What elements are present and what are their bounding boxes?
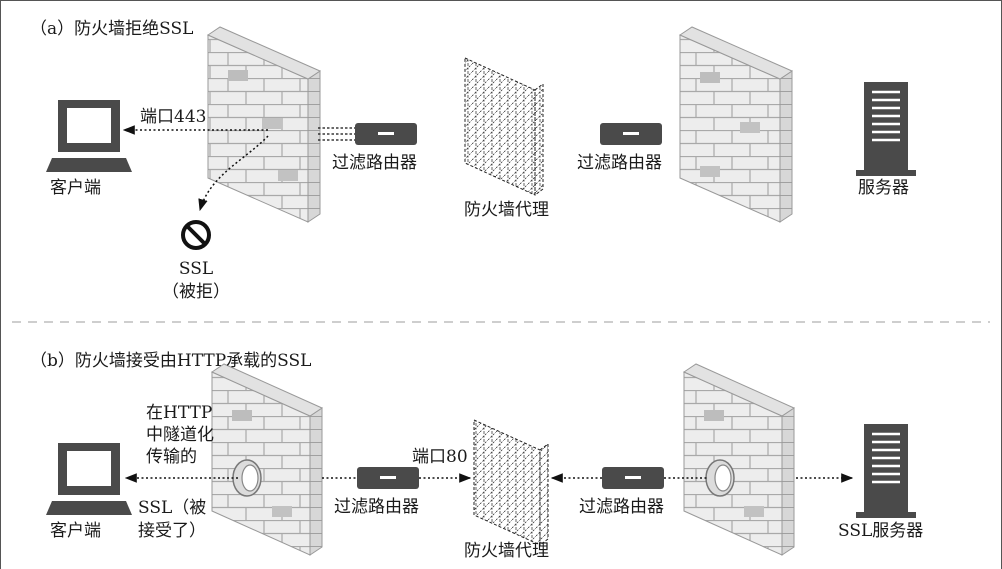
- filter-router-label-a2: 过滤路由器: [577, 153, 662, 173]
- ssl-label: SSL: [178, 259, 214, 279]
- router-b1: [357, 467, 419, 489]
- proxy-mesh-b: [473, 419, 549, 546]
- proxy-label-b: 防火墙代理: [464, 541, 549, 561]
- panel-a-title: （a）防火墙拒绝SSL: [30, 19, 194, 39]
- proxy-mesh-a: [464, 57, 544, 196]
- arrow-ssl-rejected: [198, 135, 269, 212]
- client-computer-a: [46, 100, 132, 172]
- firewall-wall-b2: [682, 363, 796, 556]
- server-label-b: SSL服务器: [838, 521, 924, 541]
- tunnel-label-line2: 中隧道化: [146, 425, 214, 445]
- proxy-label-a: 防火墙代理: [464, 200, 549, 220]
- accepted-label-line1: SSL（被: [138, 498, 207, 518]
- prohibited-icon: [181, 220, 211, 250]
- client-computer-b: [46, 443, 132, 515]
- filter-router-label-b2: 过滤路由器: [579, 497, 664, 517]
- tunnel-label-line1: 在HTTP: [146, 403, 213, 423]
- accepted-label-line2: 接受了）: [138, 521, 206, 541]
- firewall-wall-a1: [206, 26, 322, 223]
- filter-router-label-a1: 过滤路由器: [332, 153, 417, 173]
- client-label-b: 客户端: [50, 521, 101, 541]
- router-a2: [600, 123, 662, 145]
- firewall-wall-b1: [210, 363, 324, 556]
- tunnel-label-line3: 传输的: [146, 447, 197, 467]
- client-label-a: 客户端: [50, 178, 101, 198]
- panel-b-title: （b）防火墙接受由HTTP承载的SSL: [30, 351, 312, 371]
- link-wall-router-a: [318, 127, 355, 141]
- router-a1: [355, 123, 417, 145]
- server-a: [856, 82, 916, 176]
- server-label-a: 服务器: [858, 178, 909, 198]
- port443-label: 端口443: [140, 107, 207, 127]
- tunnel-ring-b2: [705, 459, 735, 497]
- filter-router-label-b1: 过滤路由器: [334, 497, 419, 517]
- server-b: [856, 424, 916, 518]
- rejected-label: （被拒）: [162, 282, 230, 302]
- firewall-wall-a2: [678, 26, 794, 223]
- port80-label: 端口80: [412, 447, 468, 467]
- router-b2: [602, 467, 664, 489]
